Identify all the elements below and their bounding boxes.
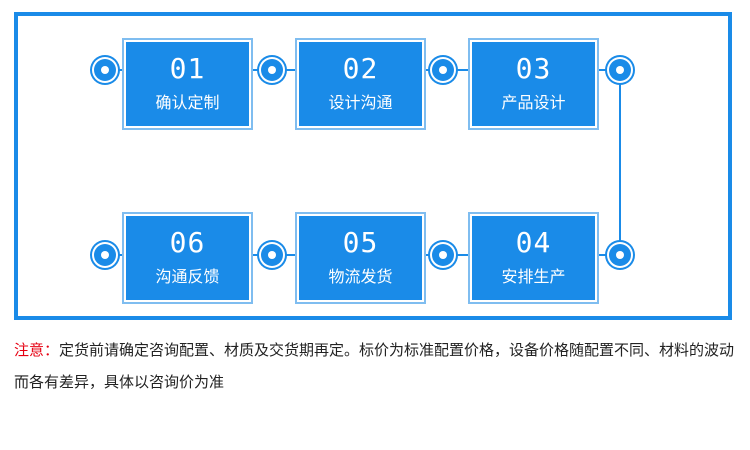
node-dot	[609, 59, 631, 81]
step-number: 05	[342, 226, 379, 259]
step-number: 04	[515, 226, 552, 259]
step-05-box: 05 物流发货	[299, 216, 422, 300]
step-label: 产品设计	[501, 93, 566, 112]
step-number: 06	[169, 226, 206, 259]
step-06-box: 06 沟通反馈	[126, 216, 249, 300]
node-dot	[609, 244, 631, 266]
step-04-box: 04 安排生产	[472, 216, 595, 300]
node-dot	[94, 59, 116, 81]
node-dot	[261, 244, 283, 266]
notice-body: 定货前请确定咨询配置、材质及交货期再定。标价为标准配置价格，设备价格随配置不同、…	[14, 341, 735, 391]
node-dot	[94, 244, 116, 266]
node-dot	[432, 244, 454, 266]
step-number: 02	[342, 52, 379, 85]
step-label: 物流发货	[328, 267, 393, 286]
step-label: 设计沟通	[328, 93, 393, 112]
notice-label: 注意：	[14, 341, 60, 359]
step-02-box: 02 设计沟通	[299, 42, 422, 126]
step-label: 确认定制	[155, 93, 220, 112]
node-dot	[432, 59, 454, 81]
step-number: 01	[169, 52, 206, 85]
step-03-box: 03 产品设计	[472, 42, 595, 126]
node-dot	[261, 59, 283, 81]
step-label: 沟通反馈	[155, 267, 220, 286]
step-number: 03	[515, 52, 552, 85]
notice-text: 注意：定货前请确定咨询配置、材质及交货期再定。标价为标准配置价格，设备价格随配置…	[14, 334, 739, 398]
step-label: 安排生产	[501, 267, 566, 286]
step-01-box: 01 确认定制	[126, 42, 249, 126]
